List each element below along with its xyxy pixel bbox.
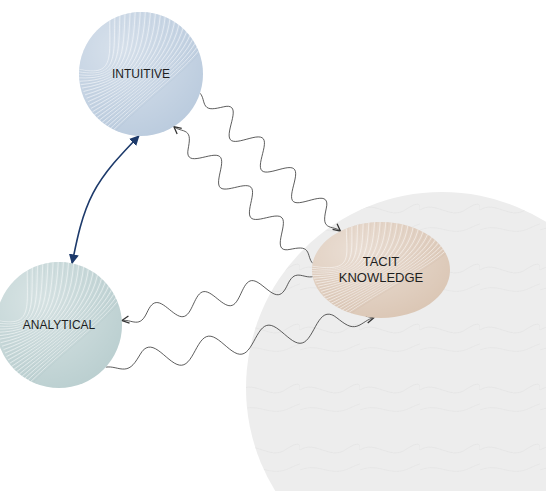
- node-label: INTUITIVE: [86, 67, 196, 82]
- node-label: TACIT KNOWLEDGE: [336, 254, 426, 287]
- background-circle: [246, 192, 546, 491]
- wavy-arrow: [106, 314, 374, 369]
- node-texture: [73, 8, 219, 140]
- double-arrow: [72, 136, 139, 263]
- node-texture: [306, 218, 467, 321]
- wavy-arrow: [174, 127, 313, 264]
- node-highlight: [0, 262, 122, 388]
- node-fill: [79, 12, 203, 136]
- mode-circle: ANALYTICAL: [0, 262, 122, 388]
- mode-circle: INTUITIVE: [79, 12, 203, 136]
- knowledge-ellipse: TACIT KNOWLEDGE: [312, 222, 450, 318]
- wavy-arrow: [122, 275, 313, 322]
- wavy-arrow: [200, 93, 340, 231]
- node-label: ANALYTICAL: [4, 318, 114, 333]
- background-texture: [246, 192, 546, 491]
- node-highlight: [79, 12, 203, 136]
- node-fill: [312, 222, 450, 318]
- node-fill: [0, 262, 122, 388]
- node-highlight: [312, 222, 450, 318]
- node-texture: [0, 258, 138, 392]
